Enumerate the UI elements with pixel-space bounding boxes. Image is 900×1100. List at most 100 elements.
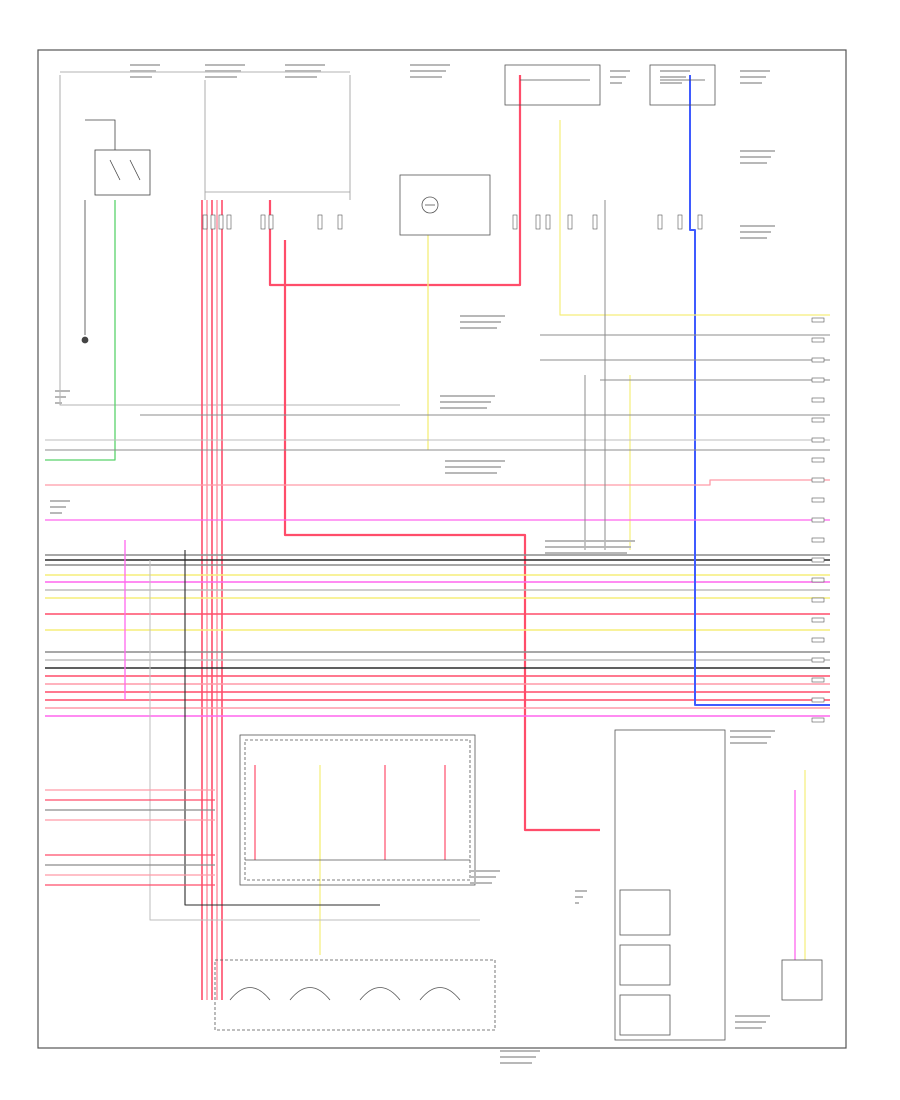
connector-pin xyxy=(592,214,598,230)
ground-left xyxy=(81,200,89,344)
connector-pin xyxy=(811,437,825,443)
label-text-placeholder xyxy=(735,1027,762,1029)
connector-pin xyxy=(811,357,825,363)
module-sub-3 xyxy=(619,994,671,1036)
diagram-frame xyxy=(37,49,847,1049)
connector-pin xyxy=(226,214,232,230)
label-text-placeholder xyxy=(545,540,635,542)
connector-pin xyxy=(545,214,551,230)
range-switch-arc-1 xyxy=(229,987,271,1001)
connector-pin xyxy=(811,617,825,623)
wire-gray-loop xyxy=(149,560,480,921)
connector-pin xyxy=(811,637,825,643)
label-text-placeholder xyxy=(50,506,66,508)
ground-point xyxy=(81,336,89,344)
label-text-placeholder xyxy=(205,64,245,66)
label-text-placeholder xyxy=(500,1062,532,1064)
connector-pin xyxy=(268,214,274,230)
label-text-placeholder xyxy=(285,70,321,72)
label-text-placeholder xyxy=(740,162,767,164)
wire-green xyxy=(45,200,116,461)
label-text-placeholder xyxy=(575,896,583,898)
label-text-placeholder xyxy=(740,237,767,239)
label-text-placeholder xyxy=(610,82,622,84)
relay-box xyxy=(94,149,151,196)
label-text-placeholder xyxy=(445,472,497,474)
label-text-placeholder xyxy=(445,466,501,468)
connector-pin xyxy=(567,214,573,230)
label-text-placeholder xyxy=(205,76,237,78)
label-text-placeholder xyxy=(50,512,62,514)
connector-pin xyxy=(202,214,208,230)
connector-pin xyxy=(260,214,266,230)
label-text-placeholder xyxy=(440,401,491,403)
label-text-placeholder xyxy=(545,552,627,554)
label-text-placeholder xyxy=(735,1021,766,1023)
label-text-placeholder xyxy=(460,327,497,329)
label-text-placeholder xyxy=(470,876,496,878)
connector-pin xyxy=(811,557,825,563)
connector-pin xyxy=(657,214,663,230)
wire-main-red-top xyxy=(268,75,522,287)
connector-pin xyxy=(535,214,541,230)
wire-bundles xyxy=(45,75,830,1000)
relay-feed xyxy=(85,119,116,150)
module-sub-1 xyxy=(619,889,671,936)
label-text-placeholder xyxy=(130,70,156,72)
label-text-placeholder xyxy=(610,70,630,72)
connector-pin xyxy=(512,214,518,230)
label-text-placeholder xyxy=(740,76,766,78)
connector-pin xyxy=(811,377,825,383)
relay-contact-1 xyxy=(109,159,121,181)
label-text-placeholder xyxy=(500,1056,536,1058)
label-text-placeholder xyxy=(500,1050,540,1052)
connector-pins xyxy=(202,214,825,723)
label-text-placeholder xyxy=(205,70,241,72)
label-text-placeholder xyxy=(660,70,690,72)
range-switch xyxy=(214,959,496,1031)
label-text-placeholder xyxy=(740,156,771,158)
connector-pin xyxy=(811,477,825,483)
range-switch-arc-4 xyxy=(419,987,461,1001)
range-switch-box xyxy=(214,959,496,1031)
label-text-placeholder xyxy=(55,402,62,404)
label-text-placeholder xyxy=(575,902,579,904)
label-text-placeholder xyxy=(55,396,66,398)
label-text-placeholder xyxy=(440,407,487,409)
label-text-placeholder xyxy=(660,82,682,84)
connector-pin xyxy=(697,214,703,230)
module-sub-2 xyxy=(619,944,671,986)
label-text-placeholder xyxy=(610,76,626,78)
connector-pin xyxy=(811,697,825,703)
label-text-placeholder xyxy=(730,730,775,732)
label-text-placeholder xyxy=(735,1015,770,1017)
connector-pin xyxy=(811,417,825,423)
label-text-placeholder xyxy=(130,76,152,78)
connector-pin xyxy=(811,337,825,343)
instrument-module xyxy=(399,174,491,236)
module-box xyxy=(399,174,491,236)
module-icon xyxy=(421,196,439,214)
label-text-placeholder xyxy=(410,70,446,72)
label-text-placeholder xyxy=(545,546,631,548)
module-bottom-right xyxy=(614,729,823,1041)
label-text-placeholder xyxy=(730,742,767,744)
connector-pin xyxy=(677,214,683,230)
range-switch-arc-2 xyxy=(289,987,331,1001)
relay-left xyxy=(85,119,151,196)
connector-pin xyxy=(811,397,825,403)
module-main-box xyxy=(614,729,726,1041)
connector-pin xyxy=(811,717,825,723)
label-text-placeholder xyxy=(285,64,325,66)
label-text-placeholder xyxy=(740,225,775,227)
connector-c1 xyxy=(504,64,601,106)
relay-contact-2 xyxy=(129,159,141,181)
label-text-placeholder xyxy=(285,76,317,78)
fuse-block-top xyxy=(59,71,400,406)
connector-pin xyxy=(811,317,825,323)
label-text-placeholder xyxy=(470,870,500,872)
connector-pin xyxy=(811,537,825,543)
connectors-top-right xyxy=(504,64,716,106)
